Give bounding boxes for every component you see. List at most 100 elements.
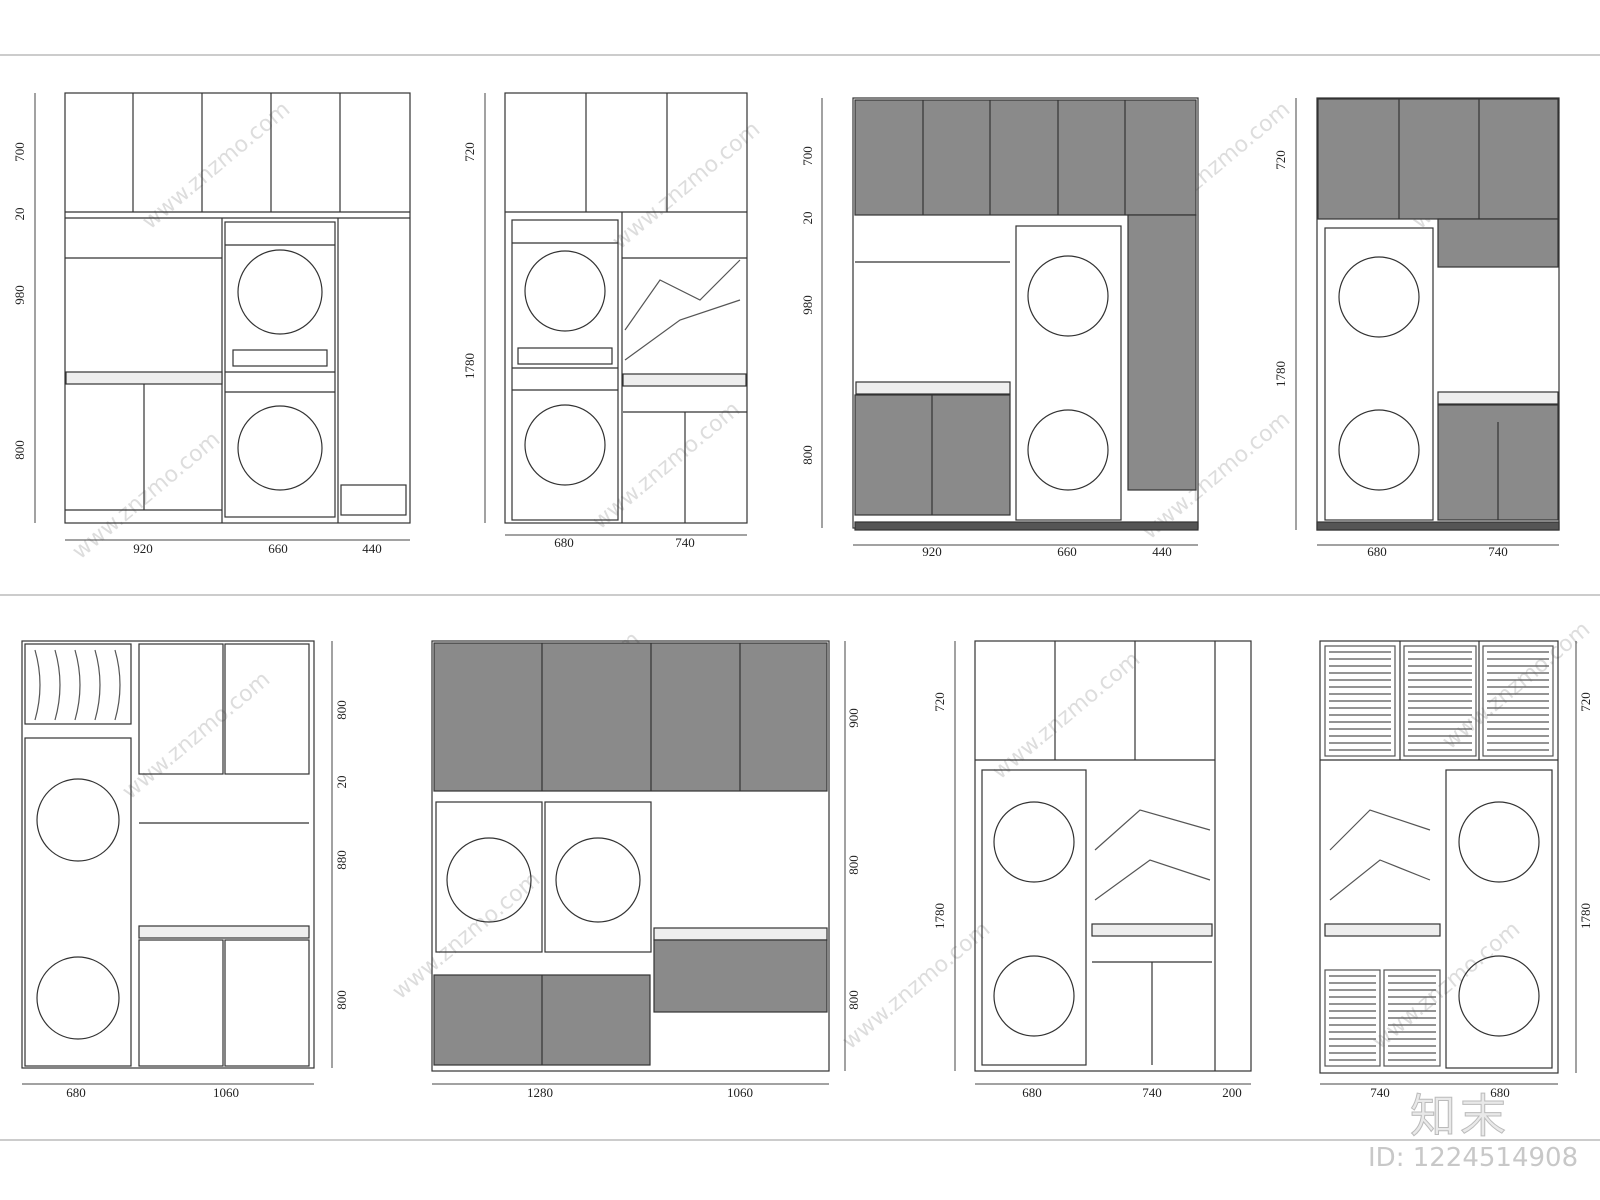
dim-label: 880 [334,850,349,870]
watermark-text: www.znzmo.com [838,917,995,1055]
gray-upper-cabinets [433,642,828,792]
washer-dryer-stack [1015,225,1122,521]
dim-label: 920 [922,544,942,559]
louver-door [1383,969,1441,1067]
dim-label: 440 [362,541,382,556]
floor-box [340,484,407,516]
dim-label: 20 [800,212,815,225]
mesh-door-left [138,643,224,775]
cabinet-outline [974,640,1252,1072]
dim-label: 20 [12,208,27,221]
brand-watermark: 知末 [1410,1089,1510,1144]
dim-label: 920 [133,541,153,556]
dim-label: 900 [846,708,861,728]
louver-door [1482,645,1554,757]
cabinet-outline [64,92,411,524]
dim-label: 700 [12,142,27,162]
cabinet-outline [504,92,748,524]
elevation-6 [431,640,830,1072]
dim-label: 740 [675,535,695,550]
cabinet-outline [21,640,315,1069]
dim-label: 1780 [932,903,947,929]
washer-dryer-stack [1445,769,1553,1069]
elevation-5 [21,640,315,1069]
washer-dryer-stack [981,769,1087,1066]
elevation-4 [1316,97,1560,531]
dim-label: 720 [1578,692,1593,712]
elevation-2 [504,92,748,524]
wood-lower-door-left [138,939,224,1067]
dim-label: 680 [554,535,574,550]
image-id-label: ID: 1224514908 [1368,1143,1579,1173]
stone-countertop [653,927,828,941]
gray-sink-cabinet [653,939,828,1013]
stone-countertop [622,373,747,387]
dim-label: 740 [1142,1085,1162,1100]
washer-dryer-stack [1324,227,1434,521]
dim-label: 740 [1488,544,1508,559]
watermark-text: www.znzmo.com [988,647,1145,785]
dim-label: 740 [1370,1085,1390,1100]
elevation-8 [1319,640,1559,1074]
washer-dryer-stack [224,221,336,518]
dim-label: 800 [12,440,27,460]
dim-label: 680 [1490,1085,1510,1100]
louver-door [1324,645,1396,757]
dim-label: 980 [800,295,815,315]
dim-label: 980 [12,285,27,305]
watermark-text: www.znzmo.com [118,667,275,805]
dim-label: 720 [1273,150,1288,170]
louver-door [1403,645,1477,757]
cabinet-outline [431,640,830,1072]
dim-label: 200 [1222,1085,1242,1100]
mesh-door-right [224,643,310,775]
dim-label: 440 [1152,544,1172,559]
dim-label: 20 [334,776,349,789]
stone-countertop [138,925,310,939]
dryer-door [524,250,606,332]
stone-countertop [1091,923,1213,937]
washer-right [544,801,652,953]
dim-label: 720 [462,142,477,162]
elevation-7 [974,640,1252,1072]
dimension-labels: 700 20 980 800 920 660 440 720 1780 680 … [12,142,1593,1100]
dryer-door [237,249,323,335]
gray-upper-cabinets [1317,98,1559,220]
wood-grain-panel [24,643,132,725]
dim-label: 720 [932,692,947,712]
watermark-layer: www.znzmo.com www.znzmo.com www.znzmo.com w… [68,97,1595,1055]
stone-countertop [855,381,1011,395]
gray-tall-cabinet [1127,214,1197,491]
elevation-3 [852,97,1199,531]
elevation-1 [64,92,411,524]
dim-label: 660 [1057,544,1077,559]
dim-label: 680 [66,1085,86,1100]
stone-countertop [1437,391,1559,405]
washer-left [435,801,543,953]
stone-countertop [1324,923,1441,937]
dim-label: 1780 [462,353,477,379]
washer-door [524,404,606,486]
watermark-text: www.znzmo.com [588,397,745,535]
watermark-text: www.znzmo.com [1438,617,1595,755]
washer-dryer-stack [24,737,132,1067]
dim-label: 800 [334,700,349,720]
dim-label: 800 [334,990,349,1010]
dim-label: 1780 [1273,361,1288,387]
dim-label: 680 [1022,1085,1042,1100]
wood-lower-door-right [224,939,310,1067]
cabinet-outline [1319,640,1559,1074]
dim-label: 660 [268,541,288,556]
dim-label: 1060 [213,1085,239,1100]
dim-label: 800 [800,445,815,465]
louver-door [1324,969,1381,1067]
washer-dryer-stack [511,219,619,521]
watermark-text: www.znzmo.com [608,117,765,255]
gray-upper-cabinets [854,99,1197,216]
dim-label: 800 [846,990,861,1010]
stone-countertop [65,371,223,385]
dim-label: 1060 [727,1085,753,1100]
washer-door [237,405,323,491]
dim-label: 700 [800,146,815,166]
